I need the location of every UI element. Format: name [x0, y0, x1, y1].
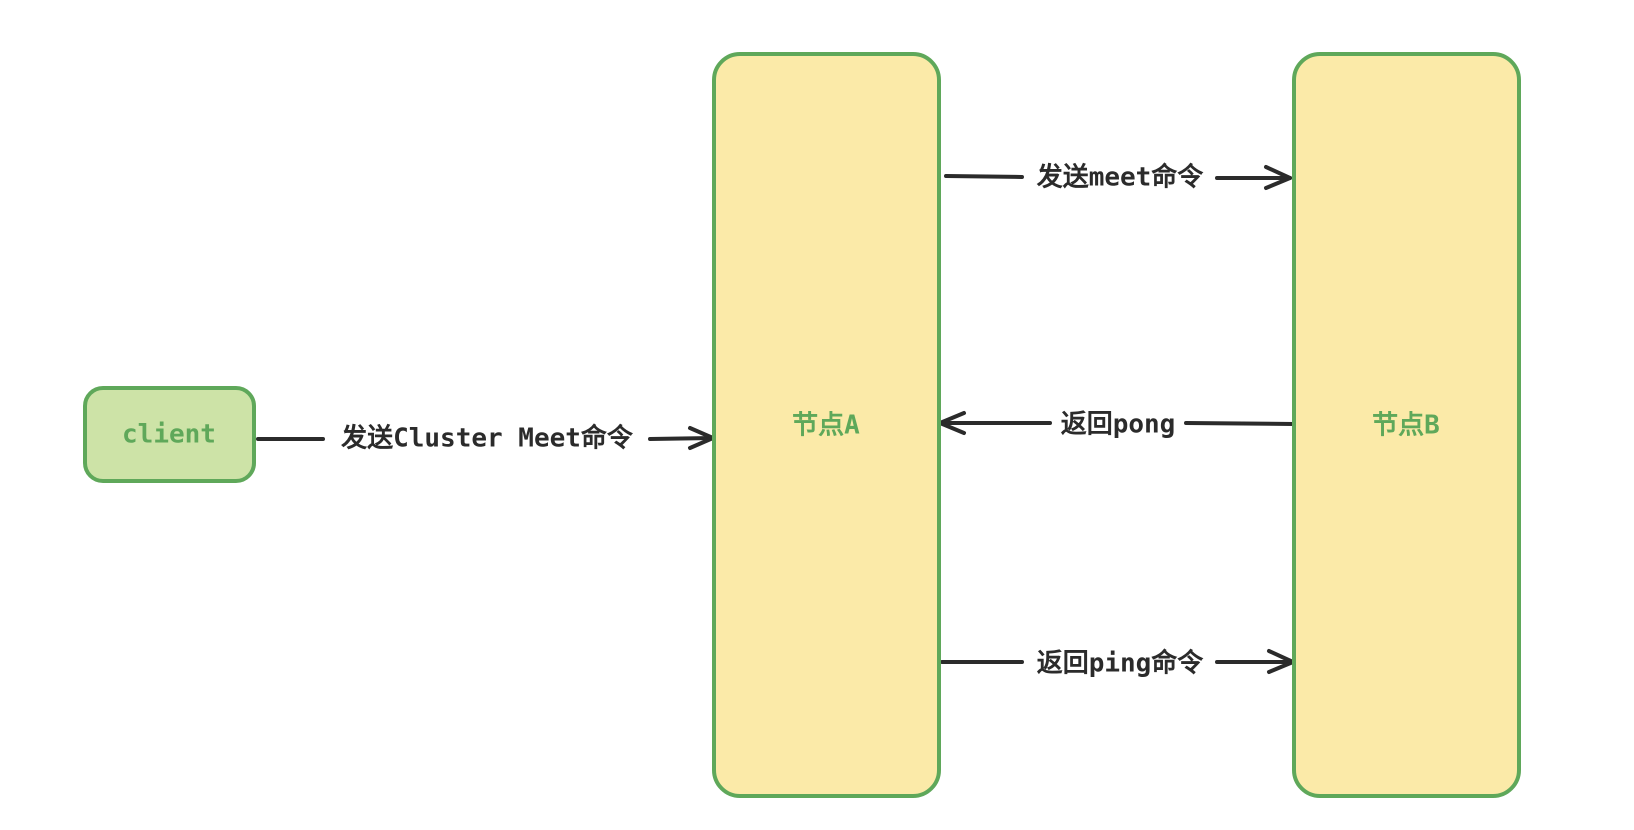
edge-line-segment — [648, 436, 715, 441]
node-a-label: 节点A — [792, 410, 860, 441]
node-client-box — [83, 386, 256, 483]
node-b-box — [1292, 52, 1521, 798]
edge-line-segment — [944, 174, 1024, 179]
edge-label-meet: 发送meet命令 — [1036, 162, 1205, 193]
node-b: 节点B — [1292, 52, 1521, 798]
node-b-label: 节点B — [1372, 410, 1440, 441]
node-client-label: client — [122, 420, 216, 450]
edge-label-pong: 返回pong — [1061, 410, 1176, 440]
node-a-box — [712, 52, 941, 798]
edge-line-segment — [1184, 421, 1296, 426]
node-client: client — [83, 386, 256, 483]
edges — [256, 165, 1296, 674]
arrowhead-icon — [1264, 165, 1292, 190]
edge-label-client-to-a: 发送Cluster Meet命令 — [340, 423, 634, 454]
edge-label-ping: 返回ping命令 — [1037, 648, 1205, 679]
node-a: 节点A — [712, 52, 941, 798]
edge-a-to-b-meet — [944, 165, 1292, 190]
